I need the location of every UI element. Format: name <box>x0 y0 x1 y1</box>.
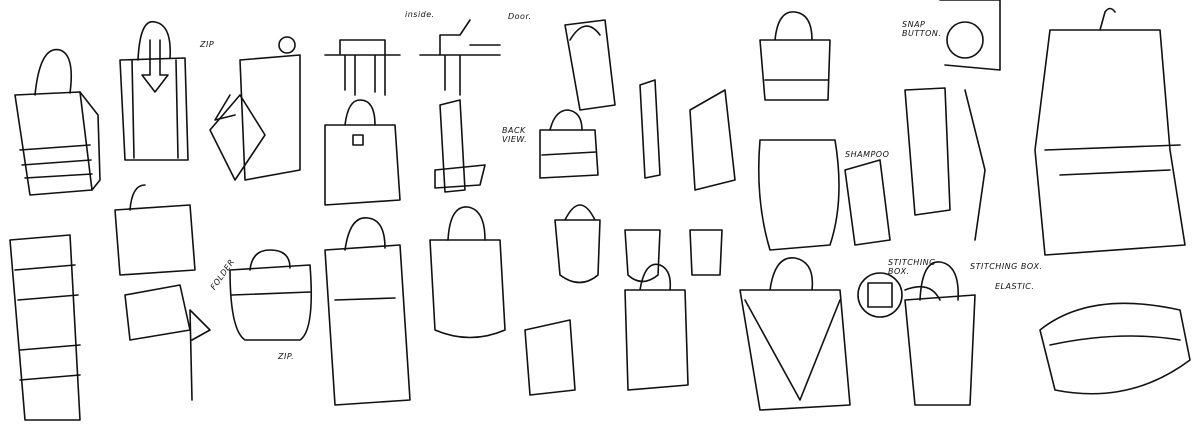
sketch-zip-bag <box>119 20 189 161</box>
annotation-snap-button: SNAP BUTTON. <box>902 20 942 38</box>
sketch-hanging-organizer <box>209 36 301 181</box>
sketch-snap-detail <box>939 0 1001 71</box>
sketch-stitching-detail <box>857 261 976 406</box>
sketch-large-v-tote <box>739 257 851 411</box>
sketch-rounded-tote <box>429 206 506 339</box>
annotation-zip: ZIP <box>200 40 215 49</box>
sketch-back-view-bag <box>539 109 599 179</box>
annotation-zip-bottom: ZIP. <box>278 352 295 361</box>
sketch-folder-flag <box>189 309 211 401</box>
sketch-shampoo-bag <box>844 159 891 246</box>
annotation-door: Door. <box>508 12 532 21</box>
sketch-tote-striped <box>14 48 101 196</box>
sketch-shower-caddy <box>114 184 196 341</box>
annotation-elastic: ELASTIC. <box>995 282 1035 291</box>
sketch-organizer-bottom-left <box>9 234 81 421</box>
sketch-hooks-door <box>419 19 501 96</box>
sketch-hanging-toiletry-open <box>1034 7 1186 256</box>
annotation-stitching-box-right: STITCHING BOX. <box>970 262 1043 271</box>
sketch-backpack-zip <box>229 249 313 341</box>
annotation-back-view: BACK VIEW. <box>502 126 528 144</box>
sketch-umbrella-sleeve <box>639 79 661 179</box>
sketch-small-tote <box>324 99 401 206</box>
sketch-folded-strap <box>434 99 486 193</box>
sketch-snap-tote <box>757 11 840 251</box>
sketch-wedge-bag <box>689 89 736 191</box>
sketch-box-bags <box>524 263 689 396</box>
annotation-shampoo: SHAMPOO <box>845 150 890 159</box>
sketch-large-tote <box>324 217 411 406</box>
sketch-tall-bag <box>564 19 616 111</box>
sketch-hooks-inside <box>324 39 401 96</box>
annotation-inside: inside. <box>405 10 435 19</box>
annotation-stitching-box-left: STITCHING BOX. <box>888 258 936 276</box>
sketch-pocket-panel <box>904 87 986 241</box>
sketch-case-open <box>1039 302 1191 395</box>
sketch-three-pouches <box>554 204 723 284</box>
